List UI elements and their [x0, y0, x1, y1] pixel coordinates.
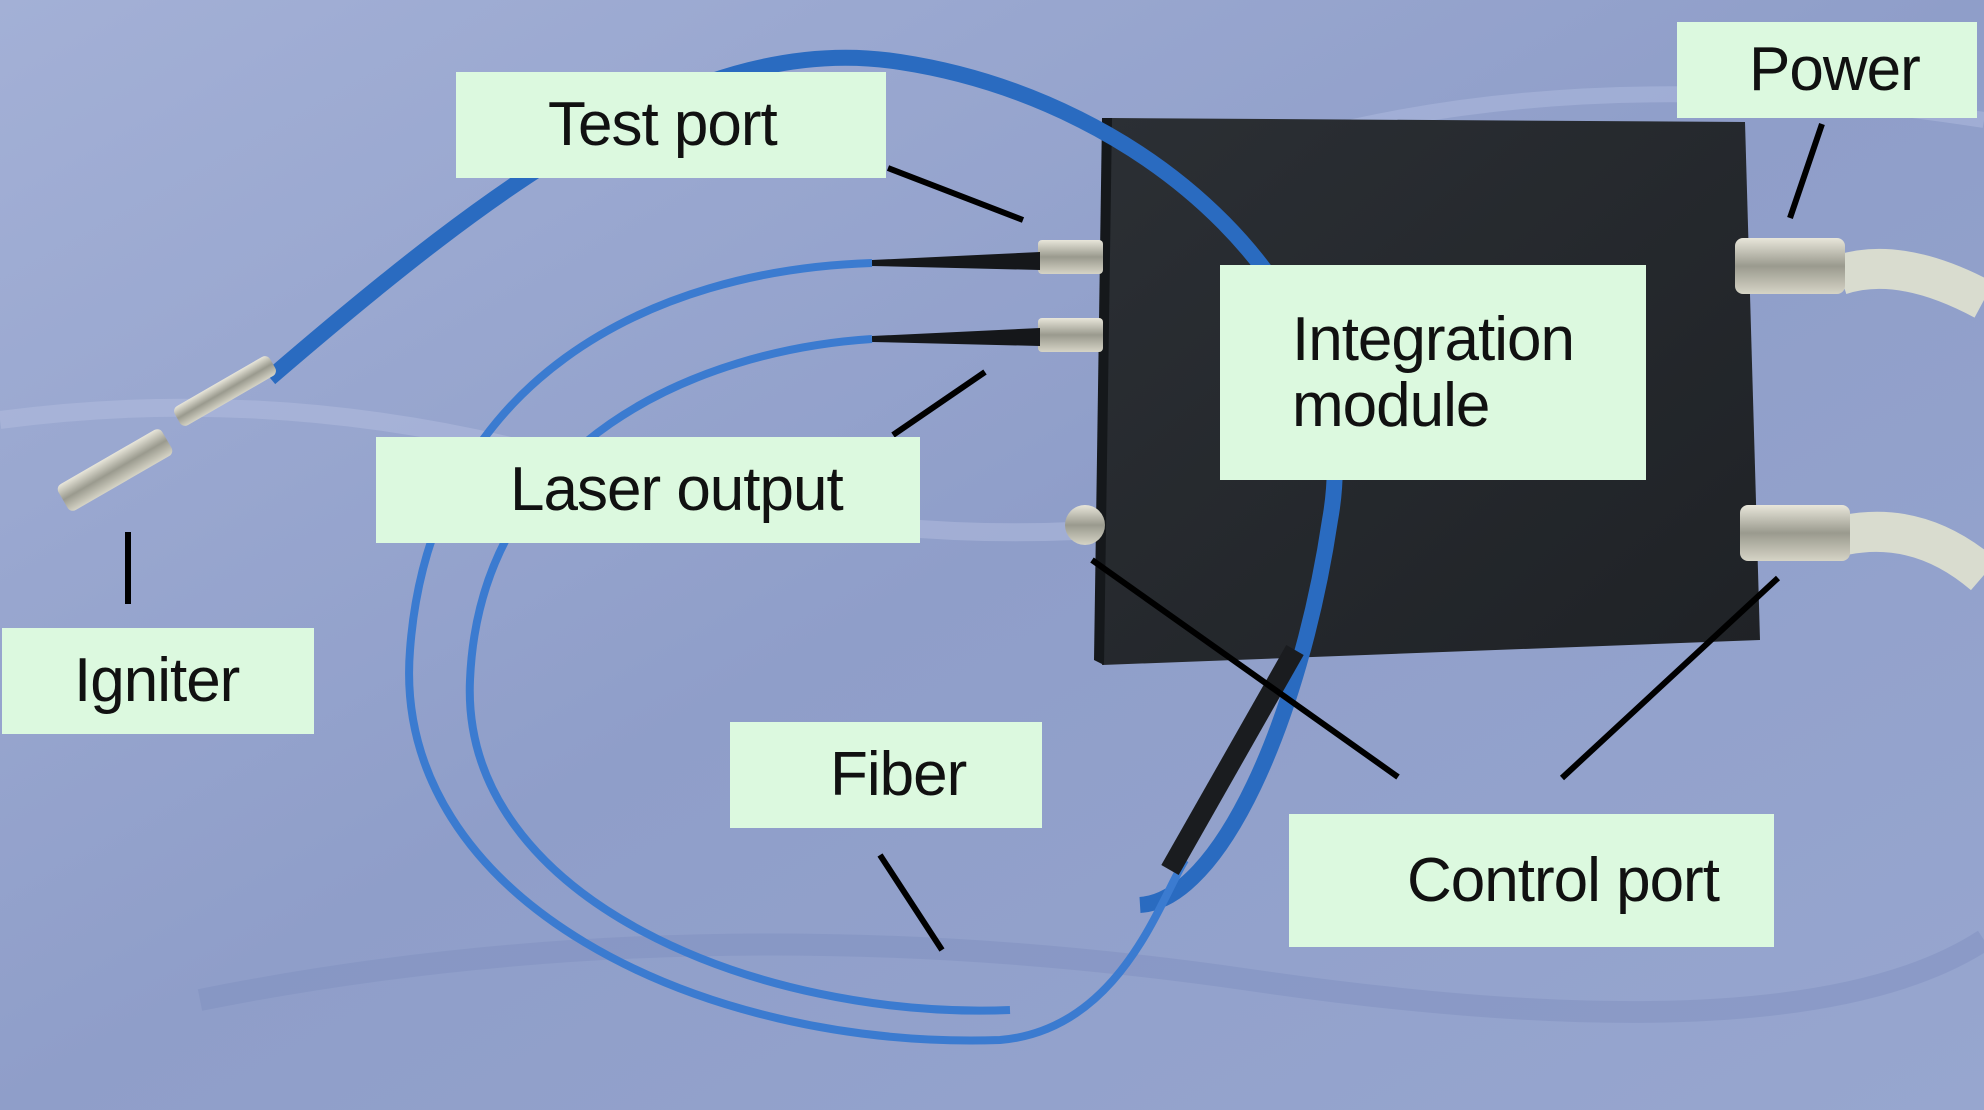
fiber-boot-lower — [872, 328, 1040, 346]
fiber-loop-inner — [465, 335, 1011, 1015]
label-integration-line2: module — [1292, 370, 1490, 440]
label-fiber: Fiber — [730, 722, 1042, 828]
leader-test-port — [886, 165, 1025, 223]
control-port-connector — [1065, 505, 1105, 545]
igniter-tip — [57, 429, 173, 511]
leader-control-port-b — [1559, 575, 1781, 781]
cloth-fold — [197, 930, 1984, 1023]
label-integration-module: Integration module — [1220, 265, 1646, 480]
label-integration-line1: Integration — [1292, 305, 1575, 375]
igniter-sleeve — [174, 356, 276, 426]
leader-fiber — [877, 853, 945, 952]
label-control-port: Control port — [1289, 814, 1774, 947]
power-connector-lower — [1740, 505, 1850, 561]
test-port-connector — [1038, 240, 1103, 274]
power-connector-upper — [1735, 238, 1845, 294]
leader-power — [1787, 123, 1825, 219]
label-test-port: Test port — [456, 72, 886, 178]
power-cable-lower — [1841, 511, 1984, 591]
fiber-boot-upper — [872, 252, 1040, 270]
laser-output-connector — [1038, 318, 1103, 352]
power-cable-upper — [1833, 248, 1984, 318]
label-laser-output: Laser output — [376, 437, 920, 543]
label-power: Power — [1677, 22, 1977, 118]
leader-control-port-a — [1090, 557, 1400, 780]
leader-laser-output — [891, 369, 987, 438]
fiber-loop-outer — [405, 259, 1189, 1045]
label-igniter: Igniter — [2, 628, 314, 734]
